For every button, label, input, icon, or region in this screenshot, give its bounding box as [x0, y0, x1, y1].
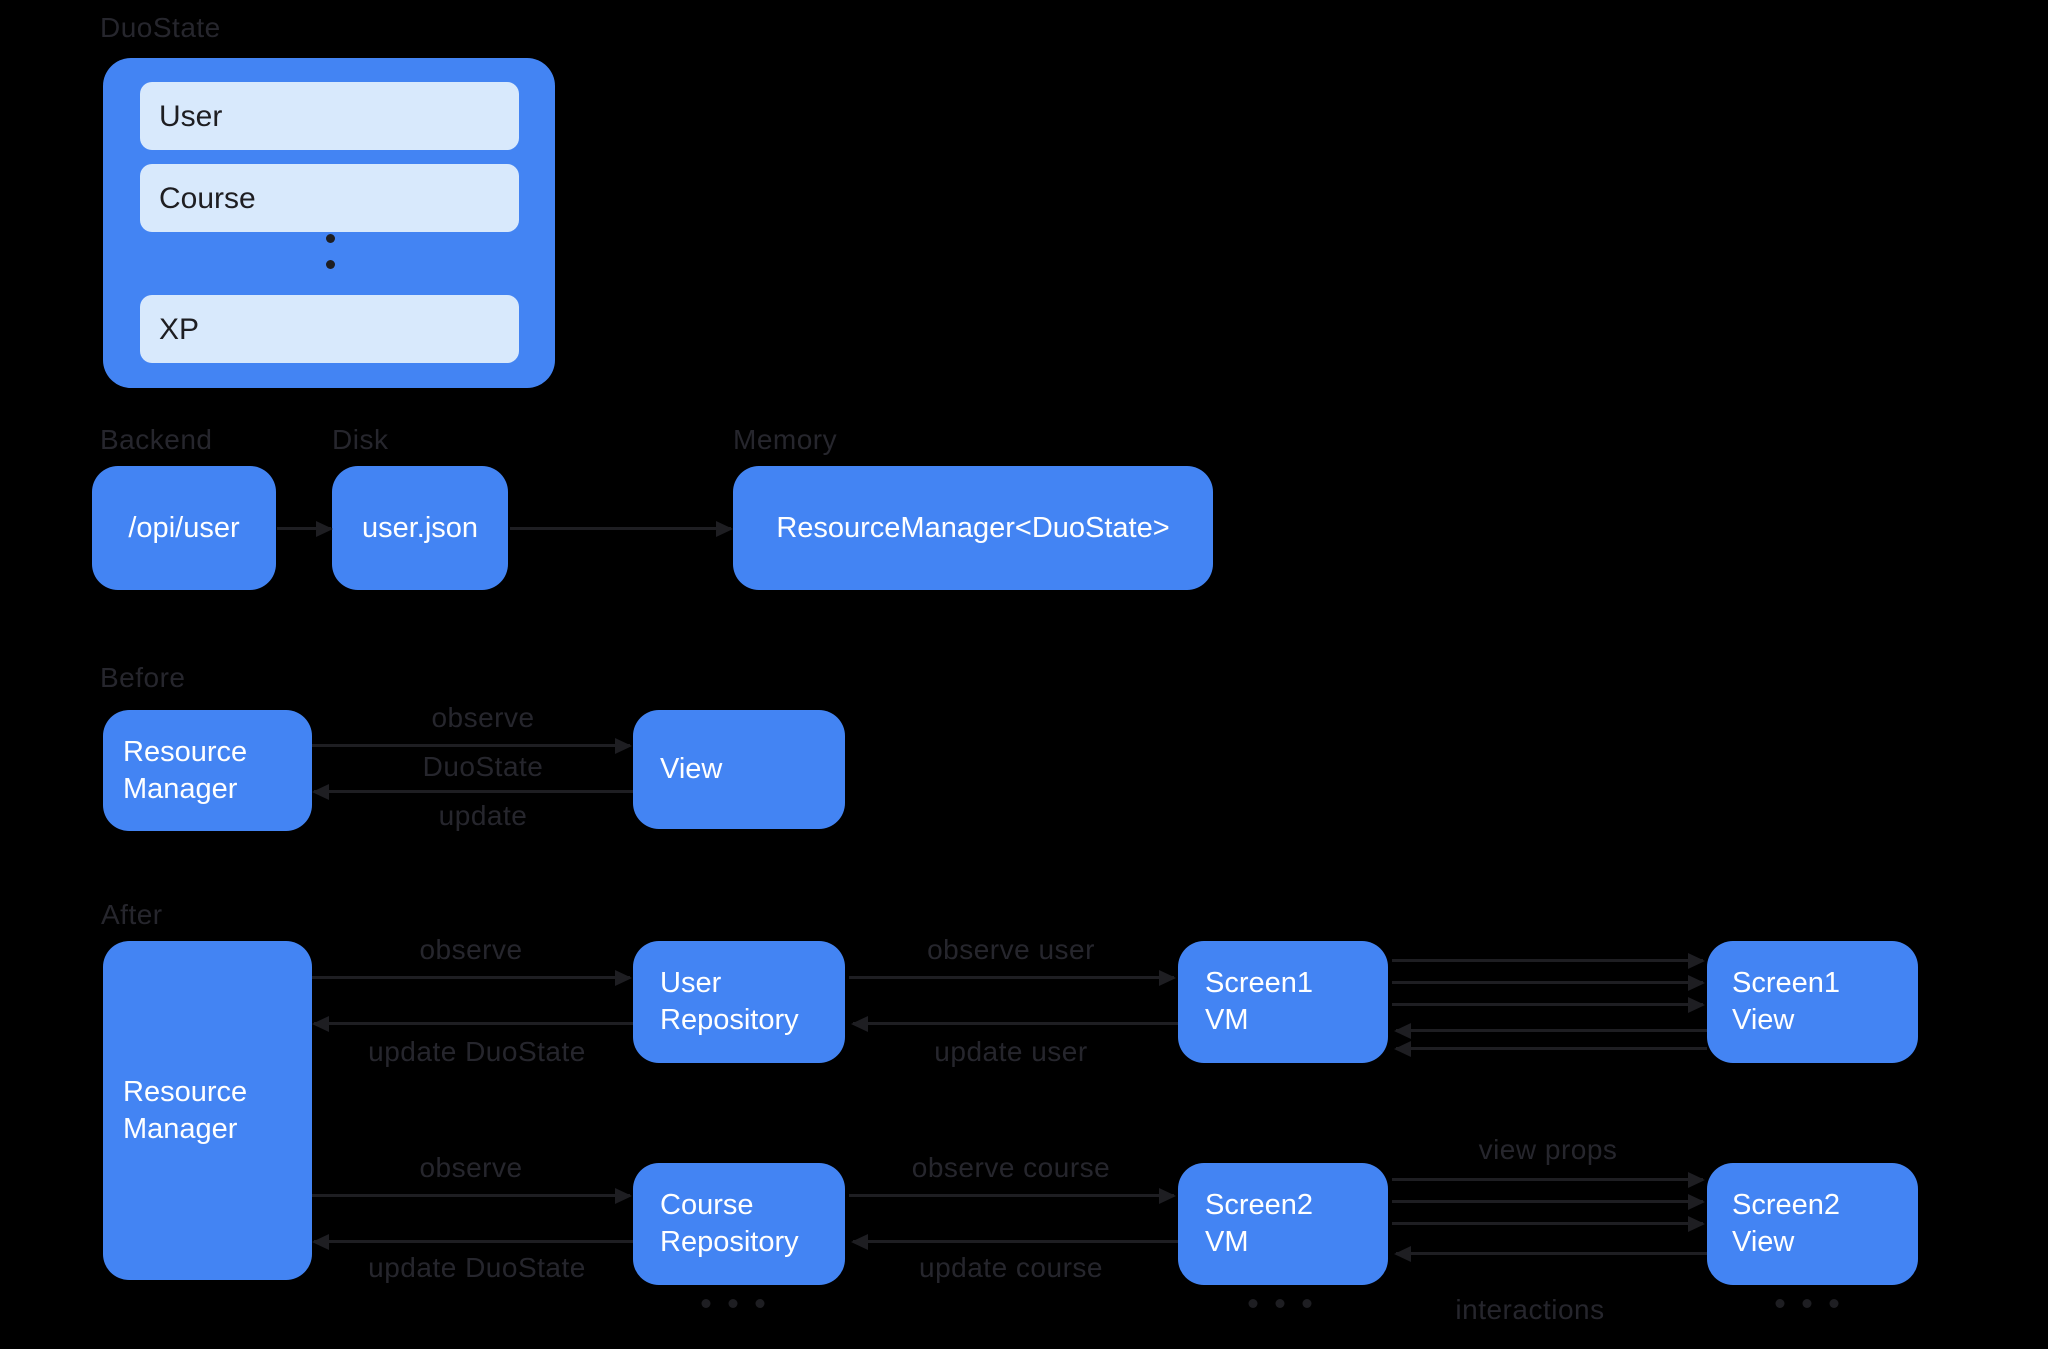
memory-node-box: ResourceManager<DuoState>: [733, 466, 1213, 590]
screen1-view-line1: Screen1: [1732, 967, 1841, 999]
arrow-course-repo-to-rm: [314, 1240, 633, 1243]
disk-node-label: user.json: [361, 511, 479, 544]
memory-section-label: Memory: [733, 424, 838, 455]
course-repository-ellipsis: [701, 1299, 765, 1308]
memory-node-label: ResourceManager<DuoState>: [776, 511, 1170, 544]
arrow-screen2-view-to-vm: [1396, 1252, 1707, 1255]
after-resource-manager-line1: Resource: [123, 1075, 248, 1108]
before-arrow-update: [314, 790, 633, 793]
ellipsis-dot: [1829, 1299, 1839, 1308]
arrow-rm-to-user-repo: [312, 976, 630, 979]
duostate-field-xp-label: XP: [159, 312, 200, 346]
arrow-screen1-vm-to-user-repo: [853, 1022, 1178, 1025]
ellipsis-dot: [326, 260, 335, 269]
arrow-screen1-vm-to-view-1: [1392, 959, 1703, 962]
backend-node-label: /opi/user: [128, 511, 240, 544]
arrow-disk-to-memory: [510, 527, 731, 530]
before-update-label: update: [438, 800, 528, 831]
before-section-label: Before: [100, 662, 186, 693]
before-duostate-label: DuoState: [422, 751, 544, 782]
arrow-screen2-vm-to-view-1: [1392, 1178, 1703, 1181]
duostate-container-box: User Course XP: [103, 58, 555, 388]
arrow-screen1-view-to-vm-2: [1396, 1047, 1707, 1050]
before-observe-label: observe: [431, 702, 535, 733]
after-observe-course-row-label: observe: [419, 1152, 523, 1183]
before-resource-manager-line2: Manager: [123, 772, 238, 805]
screen2-vm-line1: Screen2: [1205, 1189, 1314, 1221]
arrow-user-repo-to-screen1-vm: [849, 976, 1174, 979]
user-repository-line2: Repository: [660, 1004, 799, 1036]
before-resource-manager-line1: Resource: [123, 735, 248, 768]
before-resource-manager-box: Resource Manager: [103, 710, 312, 831]
after-resource-manager-line2: Manager: [123, 1112, 238, 1145]
ellipsis-dot: [1302, 1299, 1312, 1308]
disk-node-box: user.json: [332, 466, 508, 590]
duostate-field-xp: XP: [140, 295, 519, 363]
screen1-view-box: Screen1 View: [1707, 941, 1918, 1063]
arrow-screen1-vm-to-view-3: [1392, 1003, 1703, 1006]
ellipsis-dot: [755, 1299, 765, 1308]
ellipsis-dot: [1802, 1299, 1812, 1308]
screen1-vm-box: Screen1 VM: [1178, 941, 1388, 1063]
arrow-backend-to-disk: [277, 527, 331, 530]
arrow-user-repo-to-rm: [314, 1022, 633, 1025]
arrow-screen2-vm-to-course-repo: [853, 1240, 1178, 1243]
ellipsis-dot: [326, 234, 335, 243]
disk-section-label: Disk: [332, 424, 389, 455]
observe-course-label: observe course: [911, 1152, 1111, 1183]
duostate-field-user-label: User: [159, 99, 223, 133]
interactions-label: interactions: [1455, 1294, 1605, 1325]
screen1-vm-line2: VM: [1205, 1004, 1249, 1036]
user-repository-line1: User: [660, 967, 722, 999]
after-update-duostate-course-row-label: update DuoState: [368, 1252, 586, 1283]
backend-section-label: Backend: [100, 424, 213, 455]
screen2-view-line1: Screen2: [1732, 1189, 1841, 1221]
ellipsis-dot: [728, 1299, 738, 1308]
update-course-label: update course: [919, 1252, 1103, 1283]
ellipsis-dot: [701, 1299, 711, 1308]
backend-node-box: /opi/user: [92, 466, 276, 590]
arrow-screen2-vm-to-view-3: [1392, 1222, 1703, 1225]
arrow-course-repo-to-screen2-vm: [849, 1194, 1174, 1197]
duostate-field-user: User: [140, 82, 519, 150]
ellipsis-dot: [1775, 1299, 1785, 1308]
duostate-section-label: DuoState: [100, 12, 221, 43]
ellipsis-dot: [1275, 1299, 1285, 1308]
arrow-screen1-view-to-vm-1: [1396, 1029, 1707, 1032]
screen1-view-line2: View: [1732, 1004, 1795, 1036]
update-user-label: update user: [934, 1036, 1088, 1067]
before-view-label: View: [660, 753, 723, 785]
screen2-vm-ellipsis: [1248, 1299, 1312, 1308]
screen2-vm-line2: VM: [1205, 1226, 1249, 1258]
arrow-rm-to-course-repo: [312, 1194, 630, 1197]
screen2-view-line2: View: [1732, 1226, 1795, 1258]
screen2-view-box: Screen2 View: [1707, 1163, 1918, 1285]
screen1-vm-line1: Screen1: [1205, 967, 1314, 999]
duostate-field-course-label: Course: [159, 181, 256, 215]
course-repository-box: Course Repository: [633, 1163, 845, 1285]
duostate-ellipsis-vertical: [326, 234, 335, 269]
before-arrow-observe: [312, 744, 630, 747]
duostate-field-course: Course: [140, 164, 519, 232]
view-props-label: view props: [1478, 1134, 1618, 1165]
course-repository-line2: Repository: [660, 1226, 799, 1258]
screen2-vm-box: Screen2 VM: [1178, 1163, 1388, 1285]
course-repository-line1: Course: [660, 1189, 754, 1221]
arrow-screen1-vm-to-view-2: [1392, 981, 1703, 984]
ellipsis-dot: [1248, 1299, 1258, 1308]
after-resource-manager-box: Resource Manager: [103, 941, 312, 1280]
after-update-duostate-user-row-label: update DuoState: [368, 1036, 586, 1067]
after-section-label: After: [101, 899, 163, 930]
screen2-view-ellipsis: [1775, 1299, 1839, 1308]
after-observe-user-row-label: observe: [419, 934, 523, 965]
arrow-screen2-vm-to-view-2: [1392, 1200, 1703, 1203]
observe-user-label: observe user: [927, 934, 1095, 965]
user-repository-box: User Repository: [633, 941, 845, 1063]
before-view-box: View: [633, 710, 845, 829]
